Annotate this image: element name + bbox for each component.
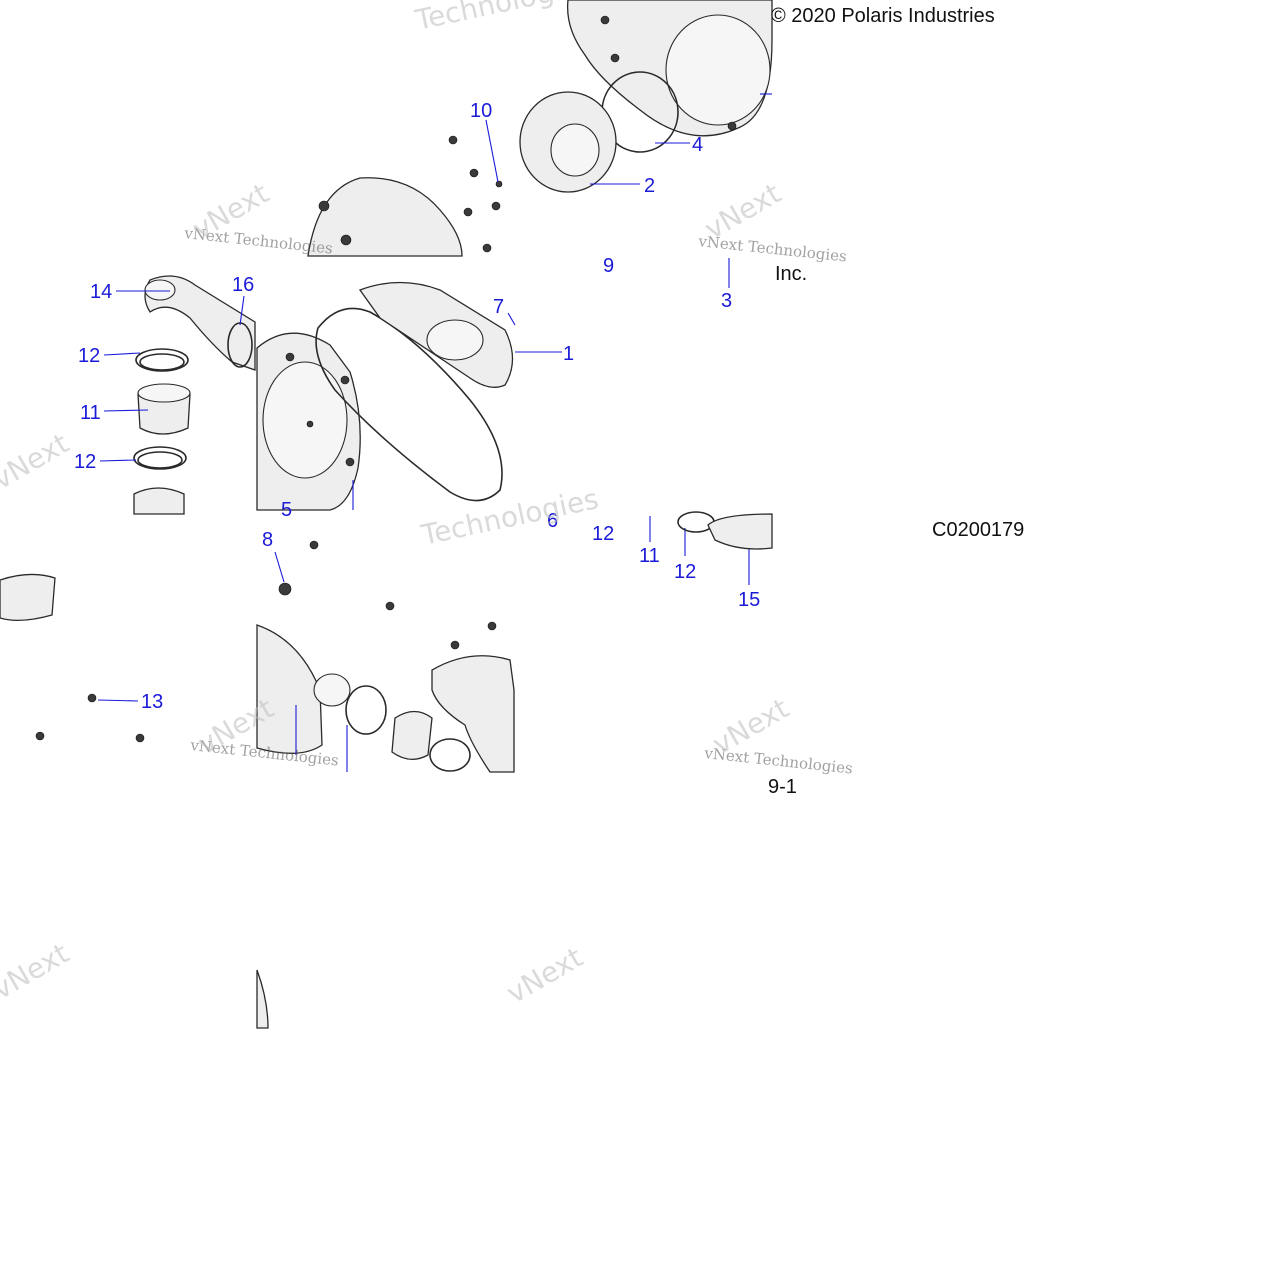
watermark-text: vNext — [501, 941, 588, 1010]
callout-12: 12 — [592, 523, 614, 545]
cover-bolt-hole — [345, 457, 355, 467]
bolt-icon — [450, 640, 460, 650]
leader-13 — [97, 699, 139, 702]
cover-bolt-hole-5 — [340, 234, 352, 246]
callout-5: 5 — [281, 499, 292, 521]
callout-3: 3 — [721, 290, 732, 312]
callout-4: 4 — [692, 134, 703, 156]
bolt-icon — [87, 693, 97, 703]
watermark-text: vNext — [0, 937, 74, 1006]
callout-10: 10 — [470, 100, 492, 122]
clamp-lower-2 — [429, 738, 471, 772]
bolt-icon — [469, 168, 479, 178]
callout-6: 6 — [547, 510, 558, 532]
tile-middle-right: 5 6 12 11 12 15 C0200179 — [281, 499, 1024, 611]
copyright-text: © 2020 Polaris Industries — [771, 5, 995, 27]
outlet-duct-lower — [431, 655, 515, 773]
bolt-icon — [482, 243, 492, 253]
figure-code: C0200179 — [932, 519, 1024, 541]
cover-bolt-hole-4 — [318, 200, 330, 212]
callout-13: 13 — [141, 691, 163, 713]
clamp-12-upper — [135, 348, 189, 372]
cover-bolt-hole-2 — [610, 53, 620, 63]
callout-12: 12 — [74, 451, 96, 473]
callout-16: 16 — [232, 274, 254, 296]
clamp-lower-1 — [345, 685, 387, 735]
bolt-set-10 — [448, 135, 503, 253]
callout-12: 12 — [674, 561, 696, 583]
leader-10 — [485, 119, 499, 183]
watermark-text: Technologies — [418, 482, 602, 552]
inner-cover-bore — [262, 361, 348, 479]
adapter-tube — [133, 487, 185, 515]
coupler-lower — [391, 710, 433, 760]
cover-bolt-hole — [285, 352, 295, 362]
cover-outlet-tube — [313, 673, 351, 707]
callout-12: 12 — [78, 345, 100, 367]
watermarks: vNext Technologies vNext Technologies vN… — [0, 0, 854, 1010]
outer-cover-lower — [256, 624, 323, 754]
cover-bolt-hole — [340, 375, 350, 385]
bolt-icon — [309, 540, 319, 550]
bolt-icon — [135, 733, 145, 743]
cover-bolt-hole-1 — [600, 15, 610, 25]
bolt-icon — [487, 621, 497, 631]
callout-15: 15 — [738, 589, 760, 611]
tile-center: 7 1 — [256, 281, 574, 511]
duct-fragment-left — [0, 573, 56, 622]
watermark-text: vNext — [0, 427, 74, 496]
part-fragment-bottom — [256, 969, 269, 1029]
callout-2: 2 — [644, 175, 655, 197]
coupler-top — [137, 383, 191, 403]
page-reference: 9-1 — [768, 776, 797, 798]
clamp-12-lower-inner — [137, 451, 183, 469]
clamp-12 — [677, 511, 715, 533]
bolt-icon — [385, 601, 395, 611]
bolt-icon — [448, 135, 458, 145]
copyright-suffix: Inc. — [775, 263, 807, 285]
tile-top: 10 4 2 9 3 © 2020 Polaris Industries Inc… — [307, 0, 995, 312]
cover-opening — [665, 14, 771, 126]
leader-11a — [103, 409, 149, 412]
callout-7: 7 — [493, 296, 504, 318]
callout-1: 1 — [563, 343, 574, 365]
leader-12a — [103, 352, 141, 356]
leader-7 — [507, 312, 516, 326]
bolt-icon — [306, 420, 314, 428]
cover-bolt-hole-3 — [727, 121, 737, 131]
clamp-12-lower — [133, 446, 187, 470]
callout-11: 11 — [80, 402, 101, 424]
outlet-duct-15 — [707, 513, 773, 550]
callout-8: 8 — [262, 529, 273, 551]
bolt-icon — [35, 731, 45, 741]
duct-opening — [144, 279, 176, 301]
bolt-icon — [495, 180, 503, 188]
leader-16 — [239, 295, 245, 326]
callout-14: 14 — [90, 281, 112, 303]
leader-12b — [99, 459, 137, 462]
tile-lower: 13 8 9-1 — [0, 529, 797, 1029]
bolt-icon — [463, 207, 473, 217]
nut-icon — [278, 582, 292, 596]
bolt-icon — [491, 201, 501, 211]
seal-plate-inner — [550, 123, 600, 177]
tile-left: 14 16 12 11 12 — [74, 274, 256, 515]
drive-cover-opening — [426, 319, 484, 361]
callout-11: 11 — [639, 545, 660, 567]
leader-8 — [274, 551, 285, 583]
callout-9: 9 — [603, 255, 614, 277]
clamp-12-upper-inner — [139, 353, 185, 371]
